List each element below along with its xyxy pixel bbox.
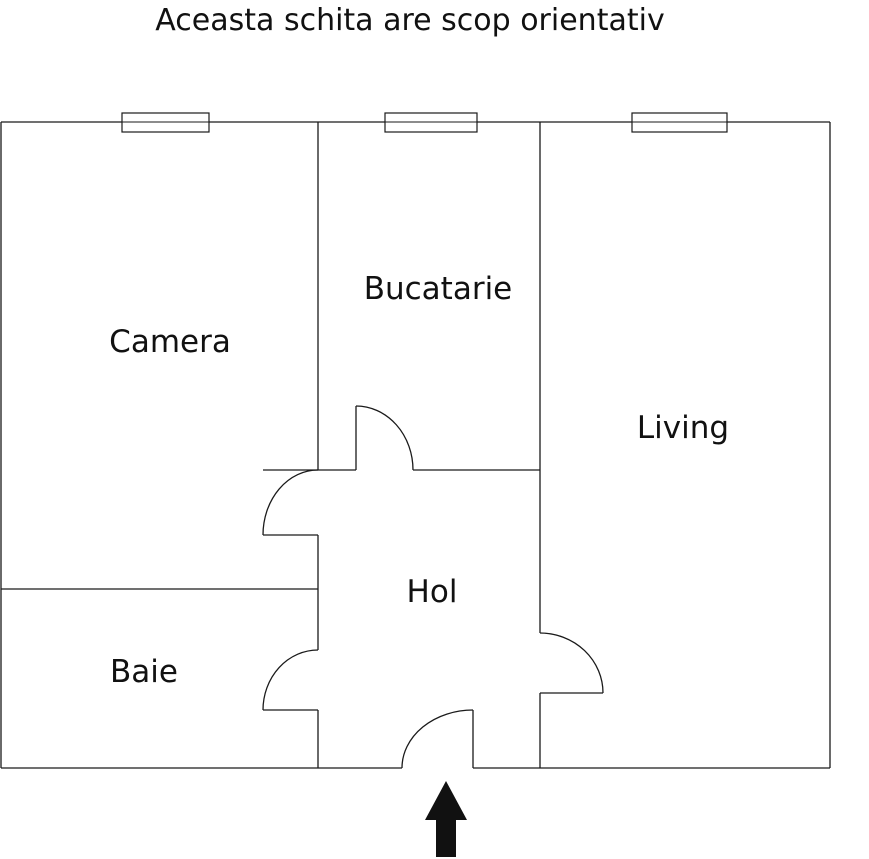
up-arrow-icon	[425, 781, 467, 857]
window-bucatarie	[384, 112, 478, 133]
door-bucatarie	[355, 405, 414, 471]
room-label-bucatarie: Bucatarie	[364, 271, 513, 307]
window-camera	[121, 112, 210, 133]
plan-title: Aceasta schita are scop orientativ	[155, 3, 664, 38]
room-label-camera: Camera	[109, 324, 231, 360]
room-label-hol: Hol	[407, 574, 458, 610]
door-camera	[262, 469, 319, 536]
door-baie	[262, 649, 319, 711]
window-living	[631, 112, 728, 133]
door-living	[539, 632, 604, 694]
door-entrance	[401, 709, 474, 769]
room-label-living: Living	[637, 410, 729, 446]
interior-walls	[1, 122, 541, 768]
room-label-baie: Baie	[110, 654, 178, 690]
